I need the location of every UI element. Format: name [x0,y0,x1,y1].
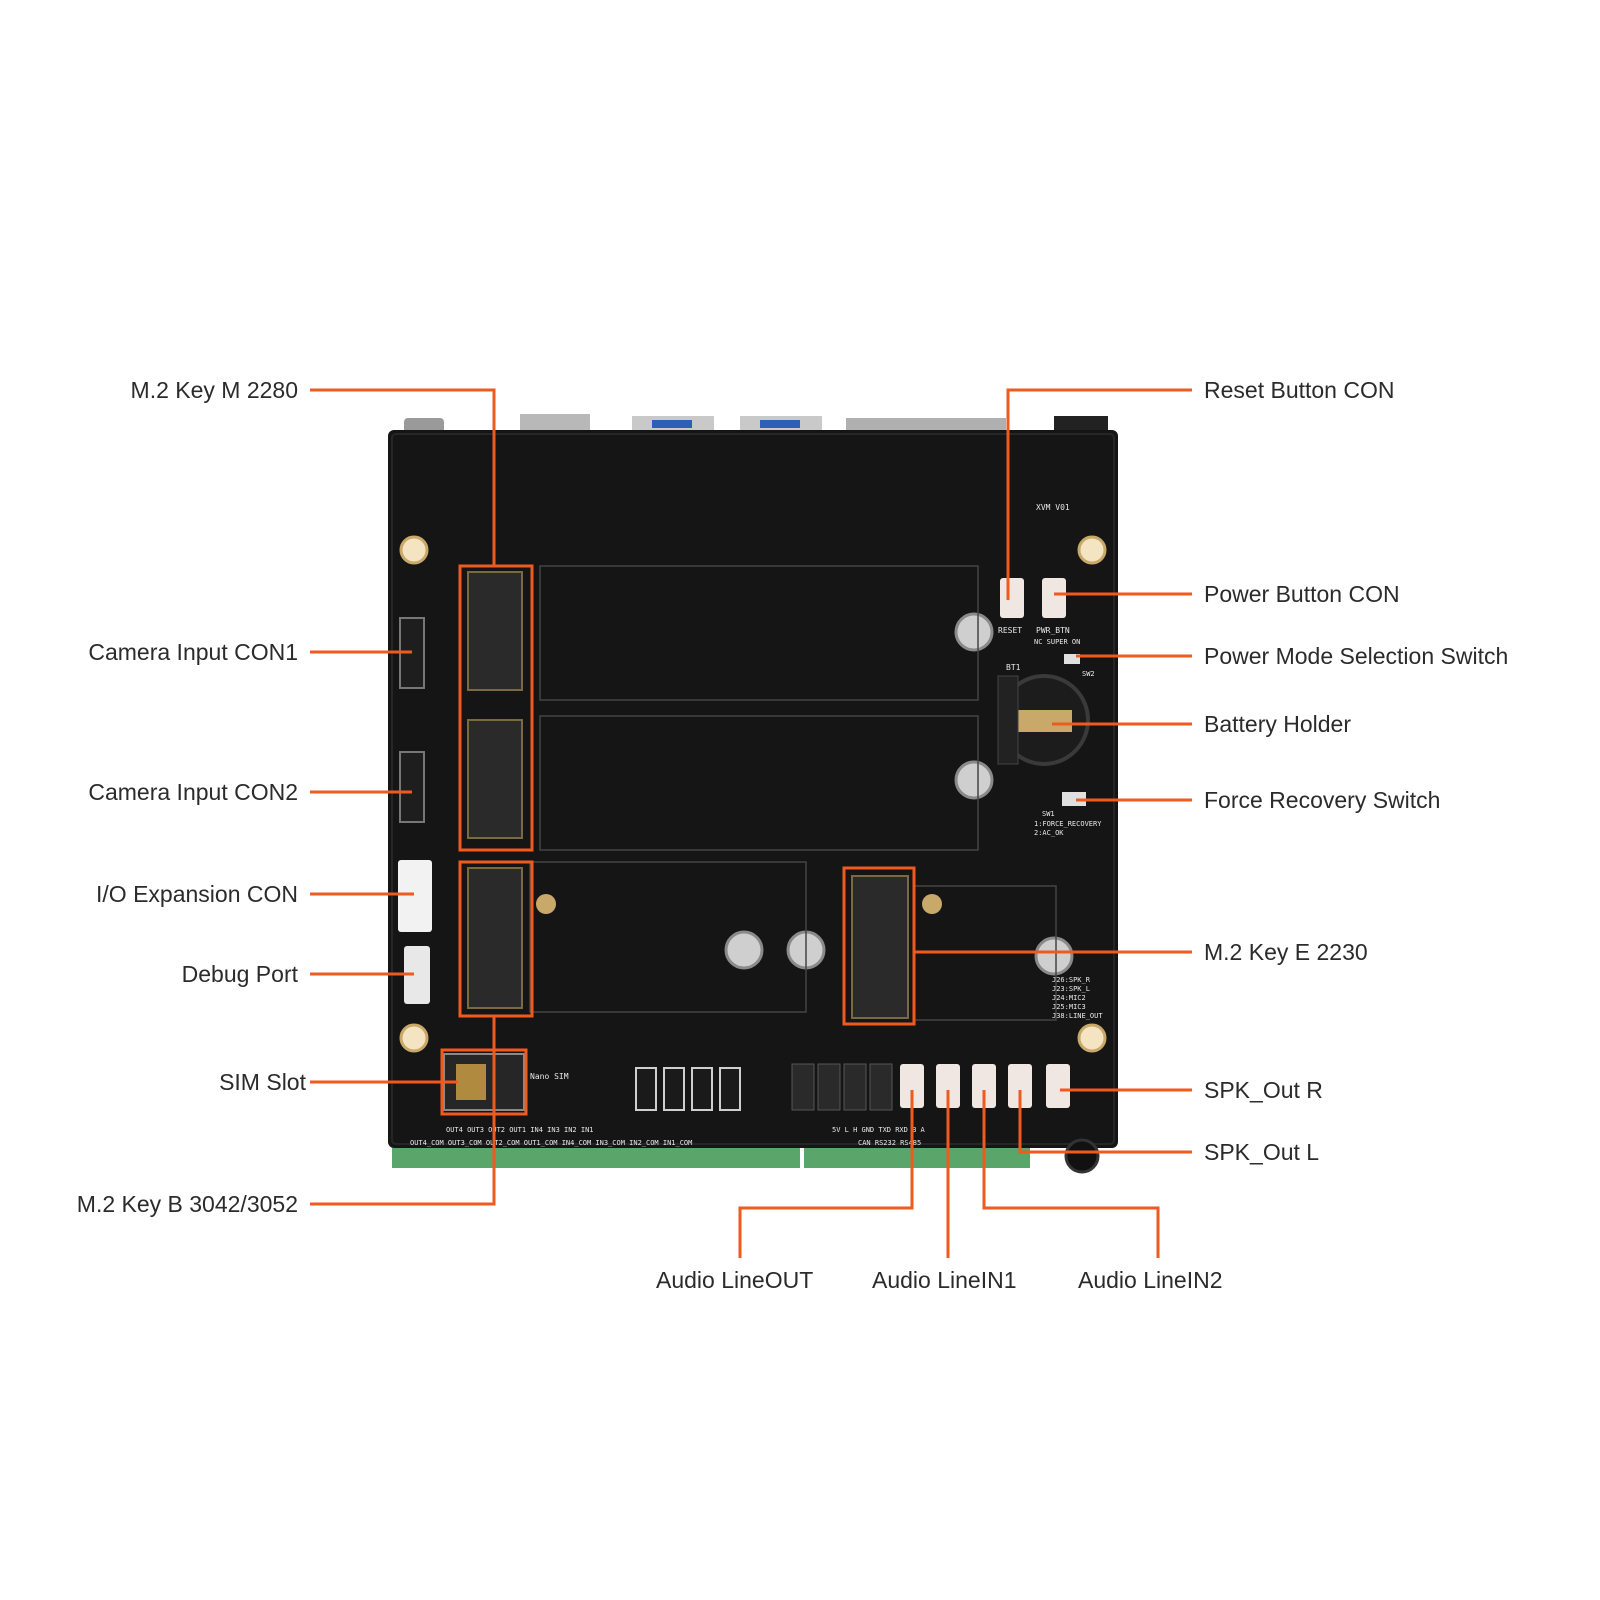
label-power-button-con: Power Button CON [1204,581,1400,607]
label-battery-holder: Battery Holder [1204,711,1352,737]
label-reset-button-con: Reset Button CON [1204,377,1395,403]
camera-connector-2 [399,751,425,823]
debug-connector [404,946,430,1004]
power-mode-switch [1064,654,1080,664]
dc-barrel [1064,1138,1100,1174]
m2-m-slot-1 [467,571,523,691]
mount-hole [1077,535,1107,565]
standoff [724,930,764,970]
audio-connector-j38 [900,1064,924,1108]
m2-m-slot-2 [467,719,523,839]
relay [817,1063,841,1111]
io-expansion-connector [398,860,432,932]
silk-audio-legend-3: J24:MIC2 [1052,994,1086,1002]
module-outline [529,861,807,1013]
label-camera-input-con1: Camera Input CON1 [88,639,298,665]
leader-reset [1006,388,1192,600]
label-audio-linein2: Audio LineIN2 [1078,1267,1223,1293]
silk-sw2: SW2 [1082,670,1095,678]
silk-audio-legend-4: J25:MIC3 [1052,1003,1086,1011]
silk-bt1: BT1 [1006,663,1021,672]
pcb-edge [391,433,1115,1145]
usb-a-port-2 [760,420,800,428]
battery-clip [1010,710,1072,732]
m2-e-slot [851,875,909,1019]
mount-hole [399,1023,429,1053]
label-force-recovery-switch: Force Recovery Switch [1204,787,1441,813]
label-power-mode-selection-switch: Power Mode Selection Switch [1204,643,1509,669]
highlight-m2-key-b [458,860,534,1018]
resistor [635,1067,657,1111]
usb-a-port-1 [652,420,692,428]
standoff [954,612,994,652]
label-m2-key-m: M.2 Key M 2280 [130,377,298,403]
audio-connector-j24 [972,1064,996,1108]
leader-spk-l [1018,1090,1192,1154]
carrier-board: RESET PWR_BTN NC SUPER ON SW2 BT1 SW1 1:… [388,414,1118,1174]
mount-hole [399,535,429,565]
leader-m2-key-b [310,1016,496,1206]
pcb [388,430,1118,1148]
silk-nano-sim: Nano SIM [530,1072,569,1081]
reset-connector [1000,578,1024,618]
callout-lines [310,388,1192,1258]
silk-audio-legend-1: J26:SPK_R [1052,976,1091,984]
resistor [719,1067,741,1111]
force-recovery-switch [1062,792,1086,806]
label-spk-out-l: SPK_Out L [1204,1139,1320,1165]
leader-linein2 [982,1090,1160,1258]
label-spk-out-r: SPK_Out R [1204,1077,1323,1103]
silk-terminal-top: OUT4 OUT3 OUT2 OUT1 IN4 IN3 IN2 IN1 [446,1126,594,1134]
battery-frame [997,675,1019,765]
module-outline [539,565,979,701]
silk-audio-legend-5: J38:LINE_OUT [1052,1012,1103,1020]
label-sim-slot: SIM Slot [219,1069,306,1095]
label-audio-linein1: Audio LineIN1 [872,1267,1017,1293]
terminal-block-left [392,1148,800,1168]
silk-audio-legend-2: J23:SPK_L [1052,985,1090,993]
label-io-expansion-con: I/O Expansion CON [96,881,298,907]
label-m2-key-b: M.2 Key B 3042/3052 [76,1191,298,1217]
silk-power-mode: NC SUPER ON [1034,638,1080,646]
silk-terminal-bottom: OUT4_COM OUT3_COM OUT2_COM OUT1_COM IN4_… [410,1139,692,1147]
power-button-connector [1042,578,1066,618]
standoff [922,894,942,914]
leader-lineout [738,1090,914,1258]
standoff [954,760,994,800]
silk-bus-labels: 5V L H GND TXD RXD B A [832,1126,926,1134]
silk-force-recovery-1: 1:FORCE_RECOVERY [1034,820,1102,828]
resistor [663,1067,685,1111]
audio-connector-j25 [936,1064,960,1108]
resistor [691,1067,713,1111]
label-m2-key-e: M.2 Key E 2230 [1204,939,1368,965]
silk-bus-groups: CAN RS232 RS485 [858,1139,921,1147]
highlight-m2-key-e [842,866,916,1026]
terminal-block-right [804,1148,1030,1168]
label-camera-input-con2: Camera Input CON2 [88,779,298,805]
silk-revision: XVM V01 [1036,503,1070,512]
silk-reset: RESET [998,626,1022,635]
audio-connector-j23 [1008,1064,1032,1108]
leader-m2-key-m [310,388,496,566]
standoff [1034,936,1074,976]
relay [869,1063,893,1111]
m2-b-slot [467,867,523,1009]
silk-pwr-btn: PWR_BTN [1036,626,1070,635]
highlight-m2-key-m [458,564,534,852]
silk-force-recovery-2: 2:AC_OK [1034,829,1064,837]
relay [843,1063,867,1111]
label-debug-port: Debug Port [181,961,298,987]
mount-hole [1077,1023,1107,1053]
audio-connector-j26 [1046,1064,1070,1108]
silk-sw1: SW1 [1042,810,1055,818]
standoff [536,894,556,914]
relay [791,1063,815,1111]
module-outline [539,715,979,851]
sim-contacts [456,1064,486,1100]
label-audio-lineout: Audio LineOUT [656,1267,814,1293]
